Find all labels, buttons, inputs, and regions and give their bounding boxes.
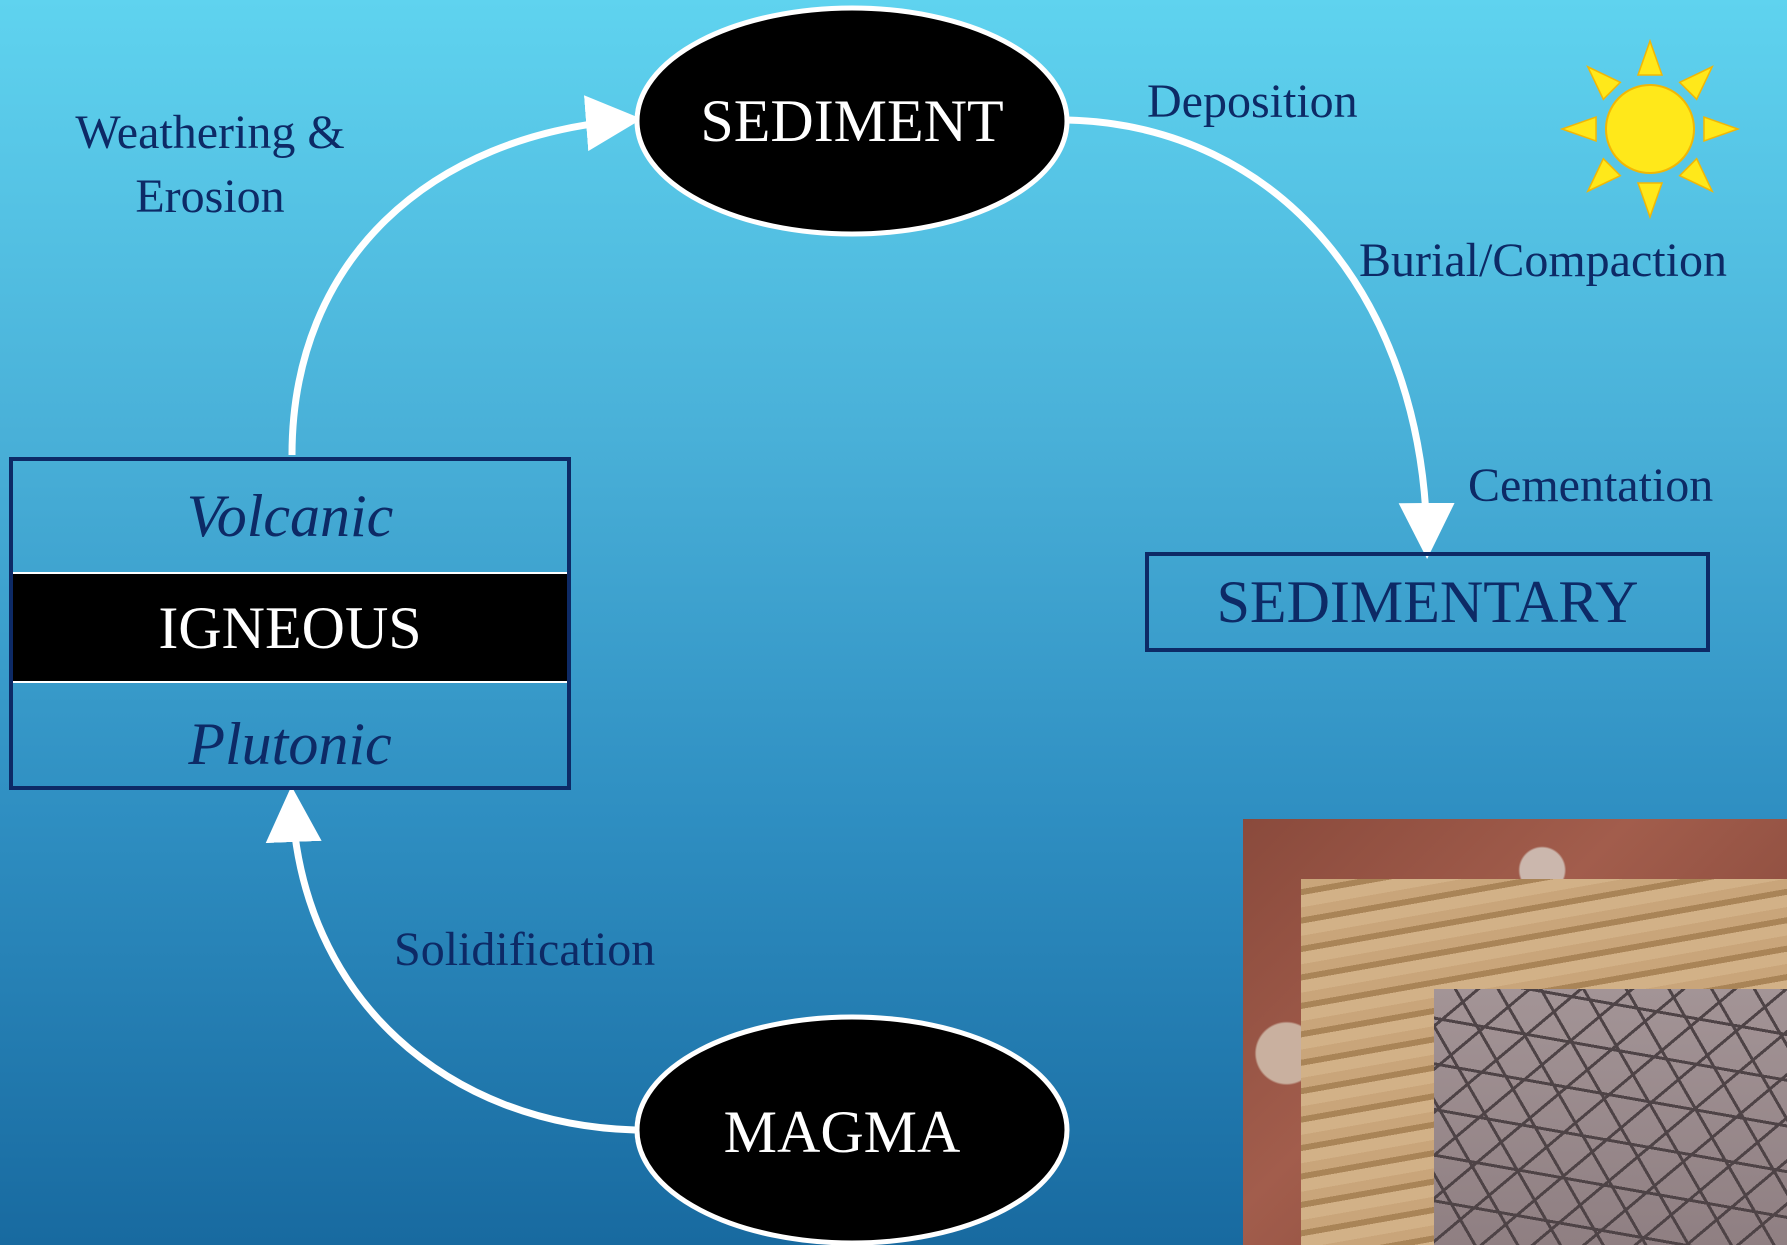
- arrow-magma-to-igneous: [265, 786, 636, 1134]
- volcanic-label: Volcanic: [186, 483, 394, 549]
- solidification-label: Solidification: [394, 923, 656, 976]
- igneous-label: IGNEOUS: [13, 572, 567, 683]
- mudcracks-photo: [1434, 989, 1787, 1245]
- plutonic-label: Plutonic: [188, 711, 392, 777]
- sun-icon: [1559, 38, 1741, 220]
- weathering-label-line2: Erosion: [135, 170, 285, 223]
- igneous-box: Volcanic IGNEOUS Plutonic: [9, 457, 571, 790]
- sediment-node-shape: [634, 5, 1070, 237]
- arrow-igneous-to-sediment: [288, 95, 642, 456]
- magma-node-shape: [634, 1014, 1070, 1245]
- weathering-label-line1: Weathering &: [75, 106, 345, 159]
- deposition-label: Deposition: [1147, 75, 1358, 128]
- arrow-sediment-to-sedimentary: [1066, 116, 1455, 559]
- weathering-erosion-label: Weathering & Erosion: [60, 101, 360, 229]
- sedimentary-box: SEDIMENTARY: [1145, 552, 1710, 652]
- burial-compaction-label: Burial/Compaction: [1359, 234, 1727, 287]
- sediment-node: SEDIMENT: [700, 88, 1004, 154]
- cementation-label: Cementation: [1468, 459, 1714, 512]
- magma-node: MAGMA: [723, 1099, 961, 1165]
- sedimentary-photo-collage: [1243, 819, 1787, 1245]
